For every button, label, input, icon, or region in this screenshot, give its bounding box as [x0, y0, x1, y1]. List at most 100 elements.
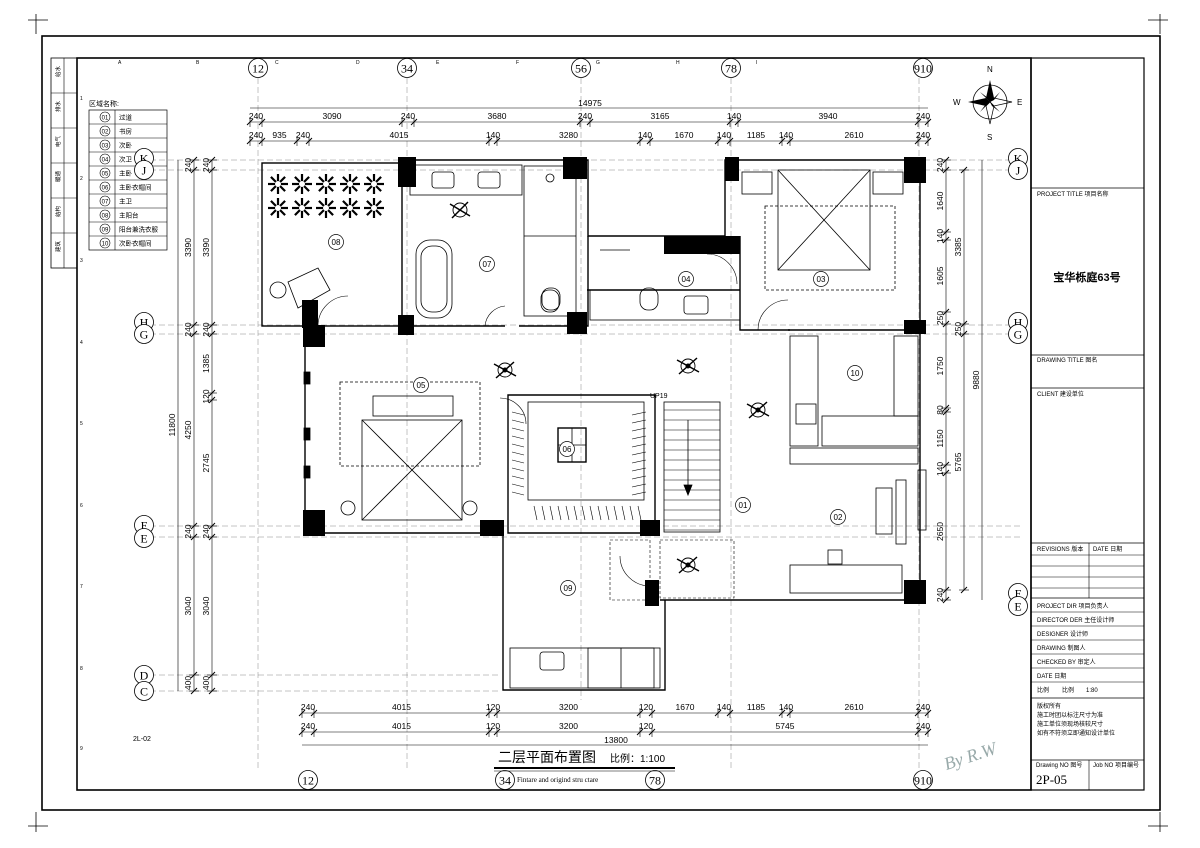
- drawing-no: 2P-05: [1036, 772, 1067, 787]
- plant-icon: [268, 174, 288, 194]
- stair-label: UP19: [650, 393, 668, 400]
- dimension-value: 3165: [651, 111, 670, 121]
- bathroom-person: [449, 201, 471, 219]
- dimension-value: 1750: [935, 356, 945, 375]
- drawing-label: DRAWING 制图人: [1037, 644, 1085, 652]
- job-no-label: Job NO 项目编号: [1093, 761, 1139, 769]
- border-letter: D: [356, 60, 360, 66]
- dimension-value: 250: [953, 322, 963, 336]
- legend-name: 书房: [119, 127, 132, 136]
- sheet-frame: [41, 35, 1161, 811]
- dimension-value: 2745: [201, 453, 211, 472]
- second-bedroom-bed: [741, 169, 904, 291]
- border-number: 9: [80, 746, 83, 752]
- second-closet: [789, 335, 919, 465]
- dimension-value: 240: [916, 702, 930, 712]
- plant-icon: [340, 174, 360, 194]
- room-marker: [328, 234, 344, 250]
- legend-number: 04: [102, 158, 109, 164]
- dimension-value: 4015: [392, 702, 411, 712]
- dimension-value: 400: [201, 676, 211, 690]
- axis-bubble-top: 34: [401, 62, 413, 76]
- strip-label: 结构: [54, 205, 62, 217]
- plant-icon: [292, 174, 312, 194]
- dimension-value: 1150: [935, 429, 945, 448]
- dimension-value: 240: [916, 111, 930, 121]
- dimension-value: 240: [183, 524, 193, 538]
- project-title-label: PROJECT TITLE 项目名称: [1037, 190, 1108, 198]
- dimension-total: 14975: [578, 98, 602, 108]
- second-bath-fixtures: [541, 249, 741, 321]
- legend-name: 次卧: [119, 141, 133, 150]
- axis-bubble-right: F: [1015, 587, 1022, 601]
- legend-name: 次卧衣帽间: [119, 239, 152, 248]
- dimension-value: 1185: [747, 702, 766, 712]
- person-icon: [676, 556, 700, 574]
- border-number: 8: [80, 666, 83, 672]
- room-marker: [847, 365, 863, 381]
- designer-label: DESIGNER 设计师: [1037, 630, 1088, 638]
- legend-number: 02: [102, 130, 109, 136]
- dimension-value: 1185: [747, 130, 766, 140]
- designer-signature: By R.W: [941, 738, 1000, 774]
- border-letter: I: [756, 60, 757, 66]
- axis-bubble-top: 78: [725, 62, 737, 76]
- dimension-value: 120: [486, 721, 500, 731]
- revisions-label: REVISIONS 版本: [1037, 545, 1083, 553]
- border-number: 1: [80, 96, 83, 102]
- compass-w: W: [953, 98, 961, 107]
- legend-number: 10: [102, 242, 109, 248]
- sheet-code: 2L-02: [133, 736, 151, 743]
- client-label: CLIENT 建设单位: [1037, 390, 1084, 398]
- dimension-value: 140: [779, 702, 793, 712]
- border-number: 4: [80, 340, 83, 346]
- axis-bubble-bottom: 34: [499, 774, 511, 788]
- dimension-value: 2610: [845, 130, 864, 140]
- border-number: 3: [80, 258, 83, 264]
- legend-name: 主阳台: [119, 211, 139, 220]
- room-marker: [735, 497, 751, 513]
- dimension-value: 1670: [676, 702, 695, 712]
- dimension-value: 1385: [201, 354, 211, 373]
- border-letter: F: [516, 60, 519, 66]
- dimension-value: 240: [201, 524, 211, 538]
- dimension-value: 3090: [323, 111, 342, 121]
- compass-e: E: [1017, 98, 1022, 107]
- axis-bubble-left: H: [140, 316, 149, 330]
- drawing-frame: [76, 57, 1032, 791]
- dimension-value: 140: [935, 462, 945, 476]
- room-number: 03: [817, 275, 826, 284]
- dimension-value: 240: [183, 158, 193, 172]
- axis-bubble-right: H: [1014, 316, 1023, 330]
- dimension-value: 3200: [559, 721, 578, 731]
- dimension-value: 240: [935, 158, 945, 172]
- drawing-no-label: Drawing NO 图号: [1036, 762, 1082, 769]
- border-letter: B: [196, 60, 200, 66]
- border-letter: G: [596, 60, 600, 66]
- person-icon: [493, 361, 517, 379]
- lounge-chair: [269, 267, 331, 309]
- room-number: 01: [739, 501, 748, 510]
- structural-columns: [302, 157, 926, 606]
- legend-number: 07: [102, 200, 109, 206]
- axis-bubble-right: K: [1014, 152, 1023, 166]
- laundry-balcony-fixtures: [509, 647, 661, 689]
- title-block-frame: [1030, 57, 1145, 791]
- walk-in-closet: [511, 401, 647, 521]
- dimension-value: 935: [272, 130, 286, 140]
- room-number: 09: [564, 584, 573, 593]
- border-letter: E: [436, 60, 440, 66]
- dimension-value: 5745: [776, 721, 795, 731]
- dimension-value: 240: [249, 111, 263, 121]
- north-arrow: N E S W: [953, 65, 1022, 142]
- master-bath-fixtures: [409, 164, 577, 319]
- axis-bubble-left: F: [141, 519, 148, 533]
- dimension-value: 240: [201, 322, 211, 336]
- room-number: 04: [682, 275, 691, 284]
